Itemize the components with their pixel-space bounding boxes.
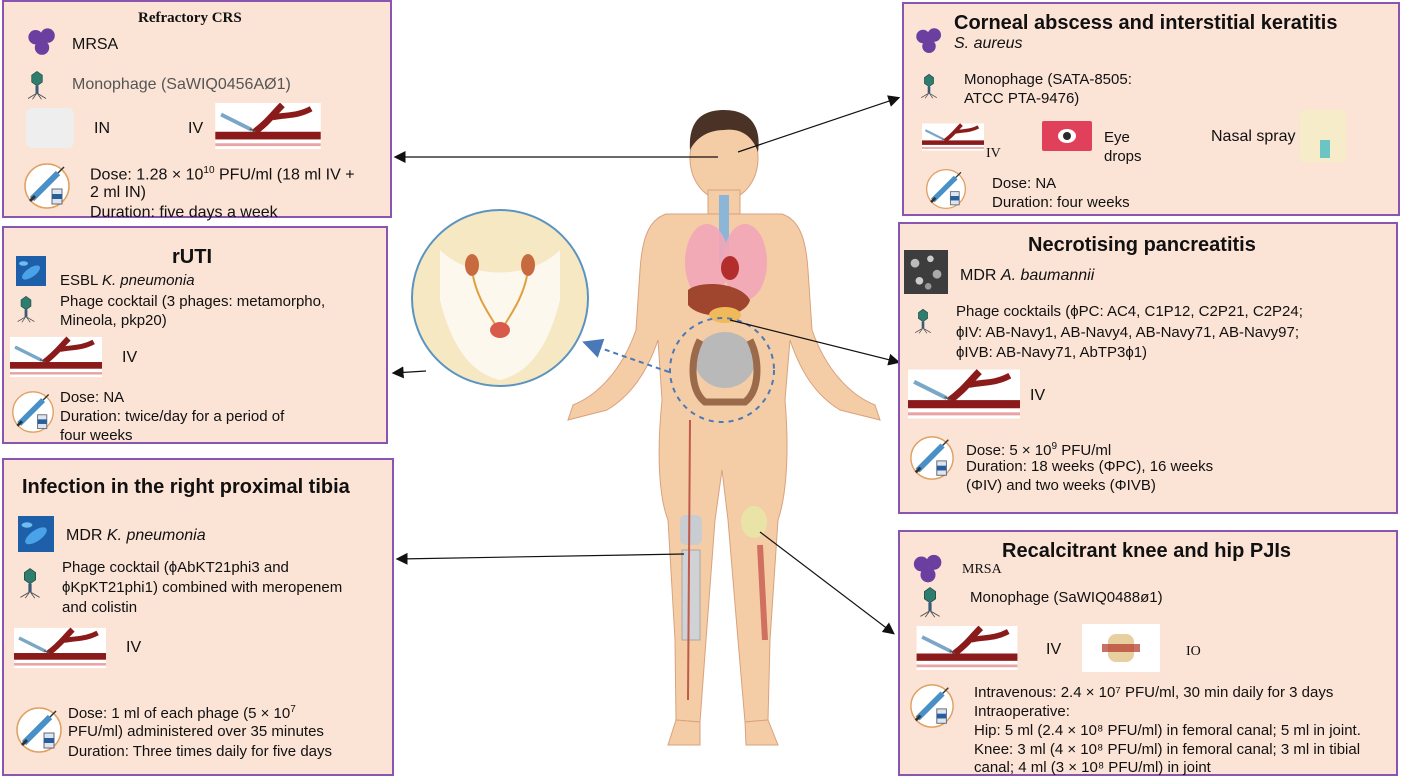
route-io-label: IO [1186, 644, 1201, 659]
staph-bacteria-icon [914, 26, 944, 56]
hip-dose-text: Hip: 5 ml (2.4 × 10⁸ PFU/ml) in femoral … [974, 722, 1361, 739]
tibia-infection-panel: Infection in the right proximal tibia MD… [2, 458, 394, 776]
phage-icon [910, 304, 936, 338]
route-iv-label: IV [126, 639, 142, 656]
knee-dose-text: Knee: 3 ml (4 × 10⁸ PFU/ml) in femoral c… [974, 741, 1361, 758]
iv-vein-icon [908, 626, 1026, 670]
dose-text: Dose: NA [992, 175, 1057, 192]
mrsa-bacteria-icon [26, 26, 58, 58]
duration-text-line2: (ΦIV) and two weeks (ΦIVB) [966, 477, 1156, 494]
iv-vein-icon [214, 103, 322, 149]
organism-label: MRSA [962, 562, 1002, 577]
phage-label: Monophage (SaWIQ0456AØ1) [72, 76, 291, 93]
dose-text: Dose: 1.28 × 1010 PFU/ml (18 ml IV + [90, 165, 355, 184]
phage-icon [916, 70, 942, 102]
dose-text: Dose: NA [60, 389, 125, 406]
route-iv-label: IV [188, 120, 204, 137]
phage-label-line2: ATCC PTA-9476) [964, 90, 1080, 107]
phage-label-line3: and colistin [62, 599, 138, 616]
knee-joint-injection-icon [1082, 624, 1160, 672]
route-iv-label: IV [1046, 641, 1062, 658]
duration-text-line1: Duration: twice/day for a period of [60, 408, 285, 425]
dose-text: Dose: 5 × 109 PFU/ml [966, 441, 1112, 459]
corneal-keratitis-panel: Corneal abscess and interstitial keratit… [902, 2, 1400, 216]
iv-vein-icon [922, 122, 984, 152]
syringe-vial-icon [14, 694, 64, 766]
necrotising-pancreatitis-panel: Necrotising pancreatitis MDR A. baumanni… [898, 222, 1398, 514]
phage-icon [22, 68, 52, 102]
phage-icon [12, 292, 40, 326]
duration-text-line1: Duration: 18 weeks (ΦPC), 16 weeks [966, 458, 1214, 475]
phage-label-line1: Phage cocktail (3 phages: metamorpho, [60, 293, 326, 310]
phage-label-line2: ϕKpKT21phi1) combined with meropenem [62, 579, 343, 596]
iv-vein-icon [10, 334, 102, 380]
panel-title: Infection in the right proximal tibia [22, 476, 350, 498]
organism-label: MRSA [72, 36, 119, 53]
phage-label-line3: ϕIVB: AB-Navy71, AbTP3ϕ1) [956, 344, 1148, 361]
phage-icon [14, 560, 46, 606]
syringe-vial-icon [924, 167, 968, 211]
nasal-spray-label: Nasal spray [1211, 128, 1296, 145]
intravenous-dose-text: Intravenous: 2.4 × 10⁷ PFU/ml, 30 min da… [974, 684, 1334, 701]
panel-title: Refractory CRS [138, 10, 242, 26]
klebsiella-bacteria-icon [12, 256, 50, 286]
phage-label-line1: Monophage (SATA-8505: [964, 71, 1132, 88]
dose-text: Dose: 1 ml of each phage (5 × 107 [68, 704, 296, 722]
organism-label: MDR K. pneumonia [66, 527, 206, 544]
panel-title: Recalcitrant knee and hip PJIs [1002, 540, 1291, 562]
panel-title: Necrotising pancreatitis [1028, 234, 1256, 256]
phage-label-line2: ϕIV: AB-Navy1, AB-Navy4, AB-Navy71, AB-N… [956, 324, 1299, 341]
nasal-spray-icon [1300, 110, 1346, 162]
organism-label: S. aureus [954, 35, 1023, 52]
phage-label-line2: Mineola, pkp20) [60, 312, 167, 329]
iv-vein-icon [14, 620, 106, 676]
phage-icon [910, 586, 950, 618]
dose-text-line2: 2 ml IN) [90, 184, 146, 201]
syringe-vial-icon [10, 389, 56, 435]
knee-dose-text-line2: canal; 4 ml (3 × 10⁸ PFU/ml) in joint [974, 759, 1211, 776]
organism-label: MDR A. baumannii [960, 267, 1095, 284]
eye-drops-icon [1042, 121, 1092, 151]
phage-label-line1: Phage cocktail (ϕAbKT21phi3 and [62, 559, 289, 576]
panel-title: Corneal abscess and interstitial keratit… [954, 12, 1338, 34]
route-iv-label: IV [1030, 387, 1046, 404]
phage-label: Monophage (SaWIQ0488ø1) [970, 589, 1163, 606]
duration-text: Duration: Three times daily for five day… [68, 743, 333, 760]
dose-text-line2: PFU/ml) administered over 35 minutes [68, 723, 324, 740]
ruti-panel: rUTI ESBL K. pneumonia Phage cocktail (3… [2, 226, 388, 444]
duration-text: Duration: four weeks [992, 194, 1130, 211]
organism-label: ESBL K. pneumonia [60, 272, 195, 289]
syringe-vial-icon [22, 161, 72, 211]
klebsiella-bacteria-icon [18, 514, 54, 554]
refractory-crs-panel: Refractory CRS MRSA Monophage (SaWIQ0456… [2, 0, 392, 221]
intraoperative-label: Intraoperative: [974, 703, 1070, 720]
duration-text-line2: four weeks [60, 427, 133, 444]
duration-text: Duration: five days a week [90, 204, 278, 221]
eye-drops-label-line1: Eye [1104, 129, 1130, 146]
route-iv-label: IV [122, 349, 138, 366]
mrsa-bacteria-icon [910, 554, 946, 584]
panel-title: rUTI [172, 246, 212, 268]
route-iv-label: IV [986, 146, 1001, 161]
acinetobacter-micrograph-icon [904, 250, 948, 294]
iv-vein-icon [908, 368, 1020, 420]
nasal-swab-icon [26, 108, 74, 148]
phage-label-line1: Phage cocktails (ϕPC: AC4, C1P12, C2P21,… [956, 303, 1303, 320]
syringe-vial-icon [908, 682, 956, 730]
knee-hip-pji-panel: Recalcitrant knee and hip PJIs MRSA Mono… [898, 530, 1398, 776]
syringe-vial-icon [908, 434, 956, 482]
eye-drops-label-line2: drops [1104, 148, 1142, 165]
route-in-label: IN [94, 120, 110, 137]
